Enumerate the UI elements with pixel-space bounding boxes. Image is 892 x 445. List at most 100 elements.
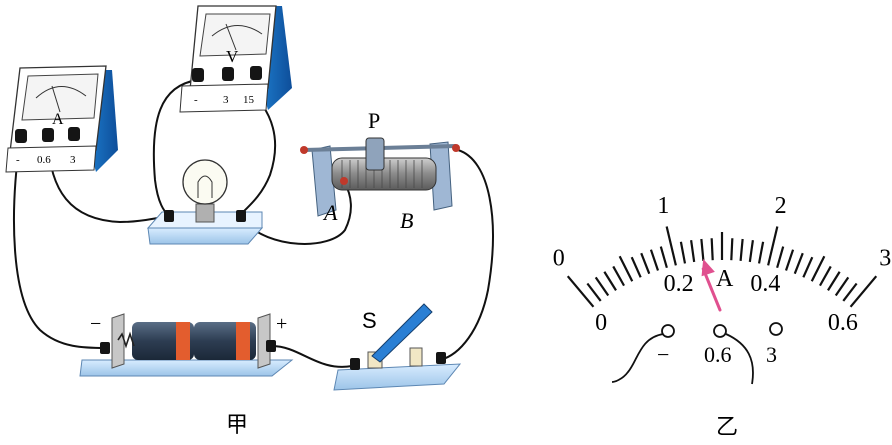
scale-tick (700, 238, 705, 261)
ammeter-terminal-label-3: 3 (70, 154, 76, 166)
inner-scale-label: 0.4 (750, 271, 780, 297)
voltmeter-terminal-minus (192, 68, 204, 82)
rheostat-terminal-b (452, 144, 460, 152)
wire-battery-to-switch (271, 345, 353, 368)
pointer-needle (701, 267, 722, 312)
battery-minus-label: − (90, 313, 101, 335)
scale-tick (802, 256, 814, 278)
rheostat-terminal-a (340, 177, 348, 185)
scale-tick (710, 238, 714, 261)
battery: − + (79, 313, 294, 377)
switch-terminal-left (350, 358, 360, 370)
scale-tick (767, 226, 779, 266)
voltmeter-terminal-3 (222, 67, 234, 81)
voltmeter-terminal-strip (179, 83, 269, 113)
scale-tick (618, 255, 634, 282)
switch-label: S (362, 308, 377, 333)
lamp-socket (195, 203, 215, 223)
ammeter-terminal-label-06: 0.6 (37, 154, 51, 166)
ammeter-terminal-06 (42, 128, 54, 142)
battery-clip-left (111, 313, 125, 369)
voltmeter-terminal-label-minus: - (194, 94, 198, 106)
wire-ammeter-minus-to-battery (13, 139, 107, 349)
lamp-filament (197, 175, 213, 198)
ammeter-letter: A (52, 111, 64, 128)
wire-to-06 (725, 333, 754, 385)
figure-left: A - 0.6 3 V - 3 (5, 5, 494, 437)
lamp-terminal-right (236, 210, 246, 222)
scale-tick (827, 271, 841, 291)
ammeter-terminal-label-minus: - (16, 154, 20, 166)
ammeter-terminals (15, 127, 80, 143)
ammeter-needle (51, 85, 61, 113)
outer-scale-label: 0 (553, 245, 565, 271)
lamp-globe (182, 159, 228, 205)
meter-pointer (701, 258, 722, 312)
scale-tick (819, 265, 832, 287)
switch-contact-post (409, 347, 423, 367)
rheostat-end-a-label: A (322, 200, 338, 225)
voltmeter-terminal-label-15: 15 (243, 94, 255, 106)
inner-scale-label: 0.6 (828, 310, 858, 336)
scale-tick (776, 246, 785, 269)
switch-blade (371, 303, 433, 363)
lamp-base-board (147, 227, 264, 245)
scale-tick (793, 252, 804, 275)
voltmeter-face (199, 13, 271, 57)
scale-tick (810, 255, 826, 282)
rheostat: P A B (300, 108, 460, 233)
meter-letter: A (716, 266, 734, 292)
pointer-arrowhead (701, 258, 715, 277)
ammeter-terminal-minus (15, 129, 27, 143)
terminal-minus (661, 324, 675, 338)
meter-terminals (611, 322, 783, 385)
caption-right: 乙 (716, 414, 738, 439)
switch: S (333, 303, 462, 391)
terminal-3 (769, 322, 783, 336)
inner-scale-label: 0 (595, 310, 607, 336)
battery-terminal-minus (100, 342, 110, 354)
scale-tick (603, 271, 617, 291)
rheostat-end-bracket-left (311, 145, 337, 217)
meter-scale-ticks (566, 226, 878, 308)
voltmeter-terminal-label-3: 3 (223, 94, 229, 106)
caption-left: 甲 (226, 412, 248, 437)
ammeter: A - 0.6 3 (5, 65, 118, 173)
terminal-label-minus: − (657, 342, 669, 367)
scale-tick (739, 238, 744, 261)
terminal-06 (713, 324, 727, 338)
voltmeter-letter: V (226, 47, 239, 66)
scale-tick (586, 282, 602, 302)
wire-voltmeter-minus-to-lamp (152, 79, 199, 219)
rheostat-slider-p (365, 137, 385, 171)
scale-tick (784, 249, 795, 271)
scale-tick (849, 275, 878, 308)
scale-tick (594, 276, 610, 297)
scale-tick (690, 240, 696, 263)
outer-scale-label: 1 (657, 193, 669, 219)
scale-tick (842, 282, 858, 302)
battery-plus-label: + (276, 313, 287, 335)
battery-clip-right (257, 313, 271, 369)
terminal-label-3: 3 (766, 342, 777, 367)
scale-tick (612, 265, 625, 287)
scale-tick (659, 246, 668, 269)
ammeter-face (21, 73, 99, 121)
wire-rheostat-b-to-switch (439, 149, 494, 361)
scale-tick (640, 252, 651, 275)
outer-scale-label: 2 (775, 193, 787, 219)
lamp (146, 159, 264, 245)
outer-scale-label: 3 (879, 245, 891, 271)
ammeter-terminal-3 (68, 127, 80, 141)
scale-tick (649, 249, 660, 271)
lamp-terminal-left (164, 210, 174, 222)
scale-tick (730, 238, 734, 261)
terminal-label-06: 0.6 (704, 342, 732, 367)
voltmeter-terminal-15 (250, 66, 262, 80)
scale-tick (834, 276, 850, 297)
rheostat-terminal-top-left (300, 146, 308, 154)
scale-tick (630, 256, 642, 278)
rheostat-end-b-label: B (400, 208, 413, 233)
